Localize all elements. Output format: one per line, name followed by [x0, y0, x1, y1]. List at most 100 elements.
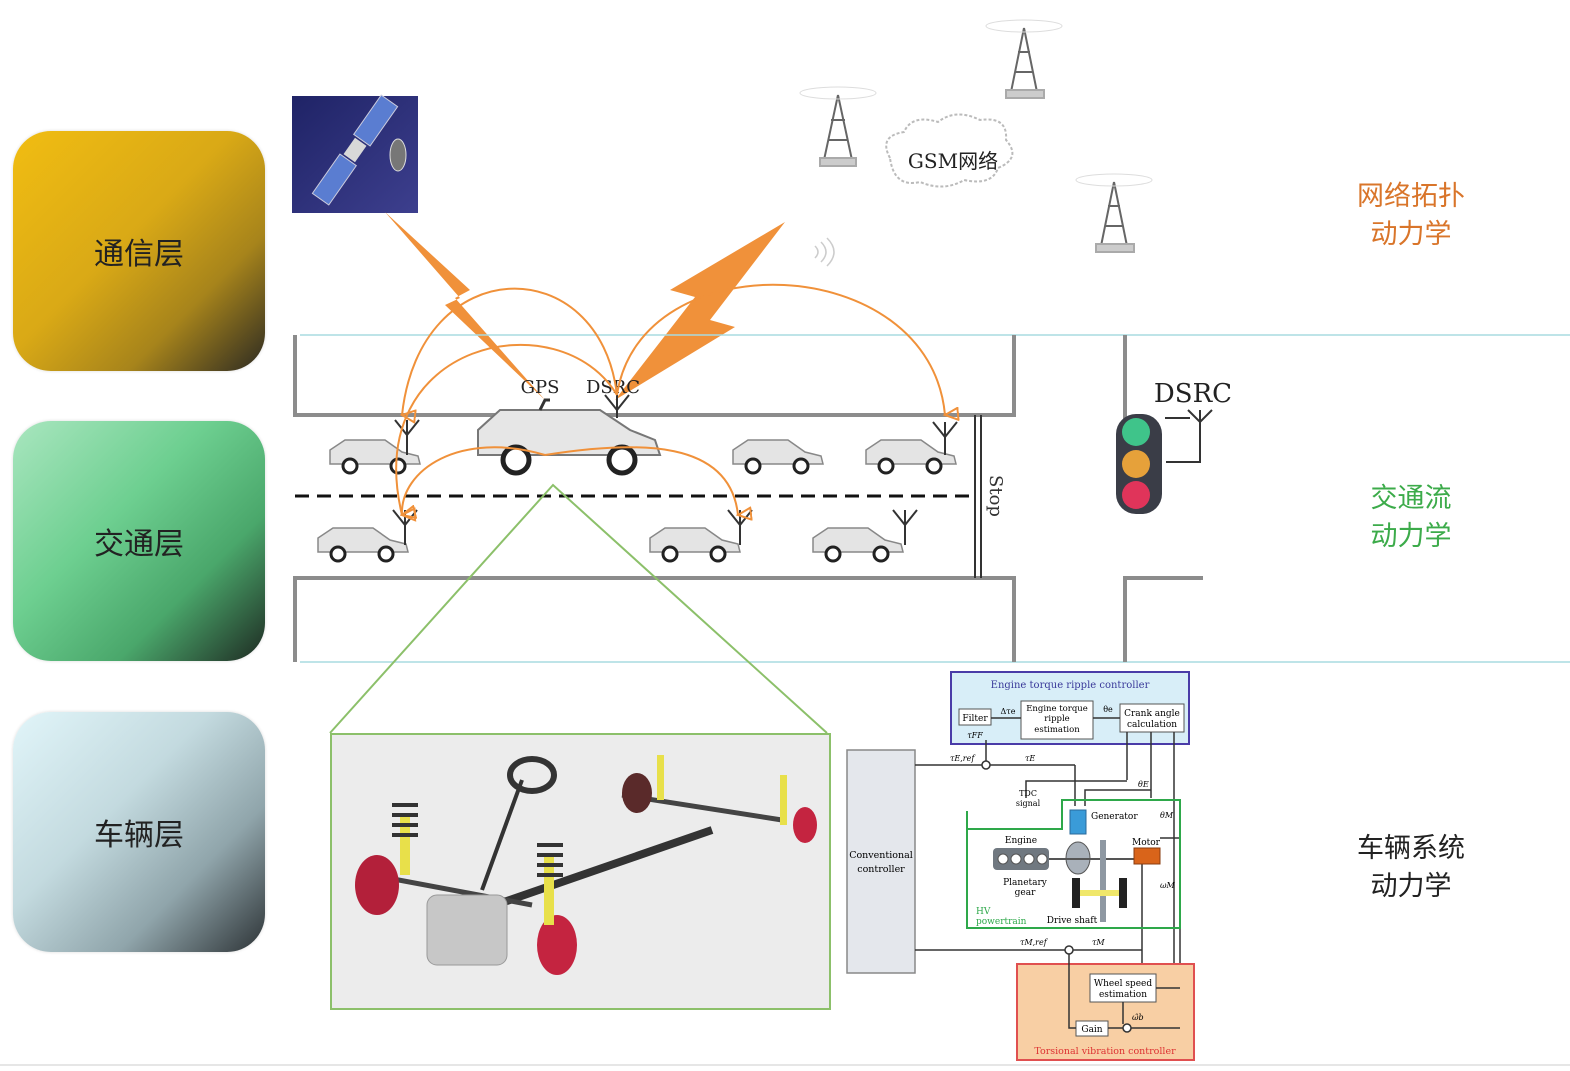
wheel-speed-line2: estimation: [1099, 990, 1147, 1000]
vehicle-layer-tile: 车辆层: [13, 712, 265, 952]
car: [865, 439, 957, 475]
steering-column: [480, 779, 524, 891]
stop-label: Stop: [985, 475, 1006, 517]
crank-angle-line1: Crank angle: [1124, 709, 1180, 719]
omega-m-label: ωM: [1160, 881, 1176, 890]
motor-block: [1133, 847, 1161, 865]
gps-label: GPS: [521, 377, 560, 398]
network-dynamics-label: 网络拓扑 动力学: [1311, 178, 1511, 254]
antenna-icons: [392, 394, 958, 545]
chassis-illustration: [355, 755, 817, 975]
front-right-spring: [537, 843, 563, 877]
engine-ripple-title: Engine torque ripple controller: [991, 680, 1150, 691]
filter-block: [958, 708, 992, 726]
vehicle-dynamics-line2: 动力学: [1370, 871, 1452, 902]
network-dynamics-line2: 动力学: [1370, 219, 1452, 250]
car: [732, 439, 824, 475]
v2v-communication-arcs: [395, 283, 945, 515]
engine-cylinders: [997, 853, 1048, 865]
communication-layer-label: 通信层: [94, 237, 184, 272]
traffic-layer-label: 交通层: [94, 527, 184, 562]
ripple-estimation-line3: estimation: [1034, 725, 1080, 735]
zoom-callout-lines: [329, 483, 828, 734]
front-left-strut: [400, 815, 410, 875]
rear-left-brake: [622, 773, 652, 813]
planetary-gear-line1: Planetary: [1003, 878, 1048, 888]
traffic-light-icon: [1116, 409, 1213, 514]
planetary-gear-line2: gear: [1015, 888, 1036, 898]
tau-e-label: τE: [1025, 754, 1035, 763]
torsional-signal-lines: [1068, 954, 1180, 1033]
drive-shaft-bar: [1100, 840, 1106, 922]
rear-right-strut: [780, 775, 787, 825]
satellite-icon: [292, 94, 418, 213]
right-wheel: [1119, 878, 1127, 908]
torsional-controller-title: Torsional vibration controller: [1034, 1046, 1176, 1057]
front-right-brake: [537, 915, 577, 975]
crank-angle-block: [1119, 703, 1185, 733]
tdc-signal-line1: TDC: [1019, 789, 1037, 798]
signal-dsrc-label: DSRC: [1154, 379, 1232, 409]
tau-ff-label: τFF: [967, 731, 983, 740]
ripple-estimation-block: [1020, 700, 1094, 740]
vehicle-dynamics-line1: 车辆系统: [1357, 833, 1465, 864]
hv-powertrain-line2: powertrain: [976, 917, 1027, 927]
axle: [1080, 890, 1119, 896]
tdc-signal-line2: signal: [1016, 799, 1041, 808]
generator-block: [1069, 809, 1087, 835]
gain-label: Gain: [1081, 1025, 1102, 1035]
filter-label: Filter: [962, 714, 988, 724]
steering-wheel: [507, 756, 557, 794]
delta-tau-label: Δτe: [1001, 707, 1016, 716]
tau-e-ref-label: τE,ref: [950, 754, 976, 763]
theta-m-label: θM: [1160, 811, 1174, 820]
host-vehicle: [477, 398, 662, 476]
traffic-dynamics-line1: 交通流: [1370, 483, 1452, 514]
omega-b-label: ω̂b: [1132, 1013, 1144, 1022]
tau-m-label: τM: [1092, 938, 1105, 947]
conventional-controller-line2: controller: [857, 864, 905, 875]
front-left-brake: [355, 855, 399, 915]
traffic-layer-tile: 交通层: [13, 421, 265, 661]
road-outline: [293, 335, 1203, 662]
theta-big-e-label: θE: [1138, 780, 1149, 789]
ripple-estimation-line2: ripple: [1044, 714, 1069, 724]
vehicle-dynamics-label: 车辆系统 动力学: [1311, 830, 1511, 906]
conventional-controller-line1: Conventional: [849, 850, 913, 861]
left-wheel: [1072, 878, 1080, 908]
dsrc-lightning-link: [615, 222, 785, 400]
gsm-cloud: [885, 113, 1014, 188]
communication-layer-tile: 通信层: [13, 131, 265, 371]
front-right-strut: [544, 855, 554, 925]
engine-label: Engine: [1005, 836, 1037, 846]
hv-powertrain-box: [966, 799, 1181, 929]
cell-tower-icon: [1075, 173, 1153, 253]
rear-left-strut: [657, 755, 664, 800]
car: [649, 527, 741, 563]
theta-e-label: θe: [1103, 705, 1113, 714]
rear-right-brake: [793, 807, 817, 843]
cell-tower-icon: [799, 86, 877, 167]
generator-label: Generator: [1091, 812, 1138, 822]
controller-block-diagram: Engine torque ripple controller Filter E…: [846, 671, 1195, 1061]
car: [317, 527, 409, 563]
front-left-spring: [392, 803, 418, 837]
traffic-dynamics-label: 交通流 动力学: [1311, 480, 1511, 556]
gps-lightning-link: [385, 212, 545, 400]
drive-shaft-label: Drive shaft: [1047, 916, 1098, 926]
car: [812, 527, 904, 563]
wheel-speed-line1: Wheel speed: [1094, 979, 1152, 989]
wireless-signal-icon: [814, 237, 835, 267]
vehicle-chassis-image: [330, 733, 831, 1010]
gsm-cloud-label: GSM网络: [908, 149, 998, 173]
cell-tower-icon: [985, 19, 1063, 99]
motor-label: Motor: [1132, 838, 1161, 848]
crank-angle-line2: calculation: [1127, 720, 1177, 730]
network-dynamics-line1: 网络拓扑: [1357, 181, 1465, 212]
ripple-estimation-line1: Engine torque: [1026, 704, 1088, 714]
engine-block: [426, 894, 508, 966]
vehicle-layer-label: 车辆层: [94, 818, 184, 853]
conventional-controller-box: [846, 749, 916, 974]
tau-m-ref-label: τM,ref: [1020, 938, 1049, 947]
